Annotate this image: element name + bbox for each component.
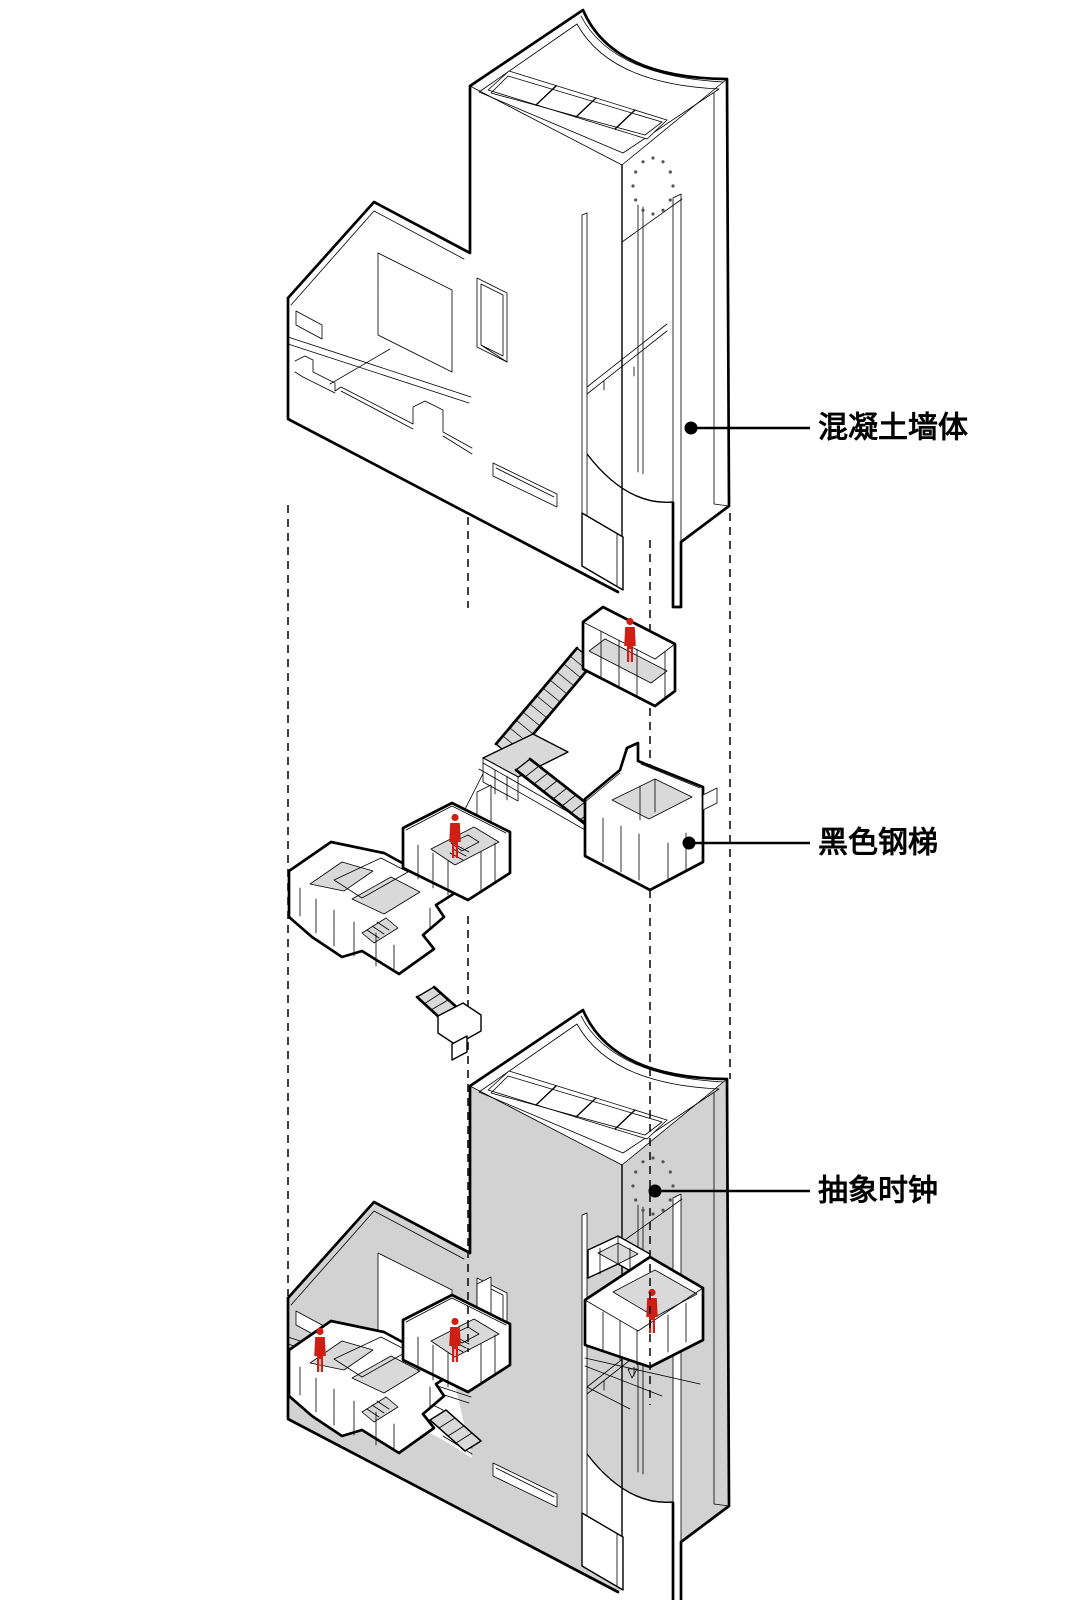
label-abstract-clock: 抽象时钟	[818, 1175, 938, 1208]
stair-pod-right	[583, 741, 718, 892]
leader-dot	[648, 1184, 662, 1198]
assembled-building-interiors	[287, 1235, 705, 1455]
label-concrete-wall: 混凝土墙体	[818, 412, 969, 445]
annotation-black-steel-stair: 黑色钢梯	[682, 827, 938, 860]
leader-dot	[684, 421, 698, 435]
stair-pod-installed-right	[583, 1235, 705, 1410]
steel-stair-piece	[287, 605, 718, 1061]
stair-tail	[415, 985, 482, 1061]
projection-lines-over	[467, 1040, 651, 1405]
leader-dot	[682, 836, 696, 850]
annotation-concrete-wall: 混凝土墙体	[684, 412, 969, 445]
label-black-steel-stair: 黑色钢梯	[818, 827, 938, 860]
concrete-wall-piece	[288, 10, 729, 607]
annotation-abstract-clock: 抽象时钟	[648, 1175, 938, 1208]
annotations: 混凝土墙体 黑色钢梯 抽象时钟	[648, 412, 969, 1208]
